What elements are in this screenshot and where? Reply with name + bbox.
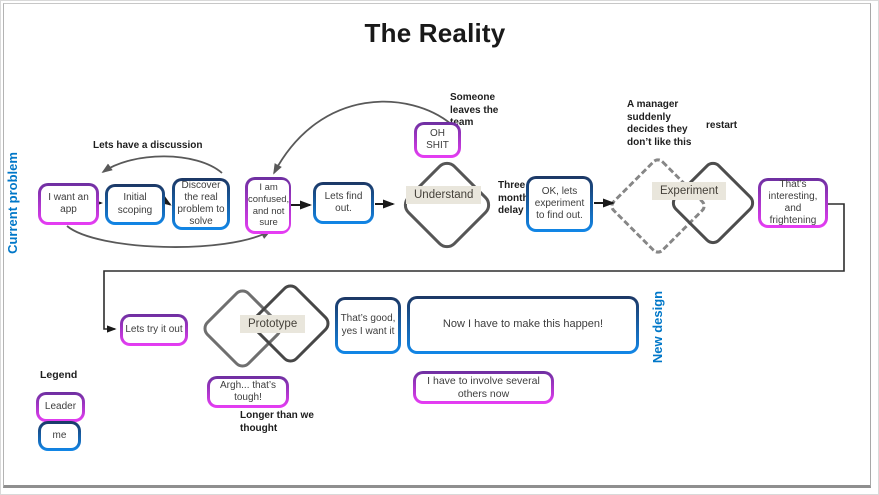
- node-label: Argh... that’s tough!: [210, 379, 286, 405]
- annotation-restart: restart: [706, 120, 738, 131]
- node-i-am-confused: I am confused, and not sure: [245, 177, 291, 234]
- node-discover-real-problem: Discover the real problem to solve: [172, 178, 230, 230]
- experiment-solid-diamond: [667, 157, 759, 249]
- node-label: Now I have to make this happen!: [410, 299, 636, 351]
- node-label: That’s interesting, and frightening: [761, 179, 825, 226]
- node-label: OH SHIT: [417, 125, 458, 155]
- node-label: OK, lets experiment to find out.: [529, 179, 590, 229]
- legend-leader-box: Leader: [36, 392, 85, 422]
- node-label: I want an app: [41, 186, 96, 222]
- understand-diamond: [398, 156, 496, 254]
- experiment-label: Experiment: [652, 182, 727, 200]
- annotation-longer-than-thought: Longer than we thought: [240, 410, 314, 434]
- node-label: I have to involve several others now: [416, 374, 551, 401]
- node-lets-try-it-out: Lets try it out: [120, 314, 188, 346]
- node-thats-interesting: That’s interesting, and frightening: [758, 178, 828, 228]
- annotation-lets-have-discussion: Lets have a discussion: [93, 140, 203, 151]
- node-label: Discover the real problem to solve: [175, 180, 227, 227]
- arc-discussion-loop: [101, 155, 223, 174]
- node-thats-good: That’s good, yes I want it: [335, 297, 401, 354]
- node-label: Lets find out.: [316, 185, 371, 221]
- node-lets-find-out: Lets find out.: [313, 182, 374, 224]
- node-label: That’s good, yes I want it: [338, 300, 398, 351]
- legend-leader-label: Leader: [39, 395, 82, 419]
- node-argh-thats-tough: Argh... that’s tough!: [207, 376, 289, 408]
- side-label-new-design: New design: [650, 290, 665, 364]
- node-oh-shit: OH SHIT: [414, 122, 461, 158]
- arc-wantapp-to-confused: [66, 225, 272, 248]
- understand-label: Understand: [406, 186, 482, 204]
- node-make-this-happen: Now I have to make this happen!: [407, 296, 639, 354]
- node-ok-lets-experiment: OK, lets experiment to find out.: [526, 176, 593, 232]
- node-label: Initial scoping: [108, 187, 162, 222]
- slide-frame: [3, 3, 871, 488]
- prototype-label: Prototype: [240, 315, 306, 333]
- node-label: I am confused, and not sure: [248, 180, 289, 231]
- page-title: The Reality: [364, 18, 506, 48]
- legend-me-box: me: [38, 421, 81, 451]
- legend-me-label: me: [41, 424, 78, 448]
- annotation-someone-leaves: Someone leaves the team: [450, 92, 499, 128]
- node-initial-scoping: Initial scoping: [105, 184, 165, 225]
- annotation-manager-decides: A manager suddenly decides they don’t li…: [627, 99, 692, 148]
- side-label-current-problem: Current problem: [5, 152, 20, 254]
- legend-title: Legend: [40, 369, 78, 381]
- node-i-want-an-app: I want an app: [38, 183, 99, 225]
- node-label: Lets try it out: [123, 317, 185, 343]
- node-involve-others: I have to involve several others now: [413, 371, 554, 404]
